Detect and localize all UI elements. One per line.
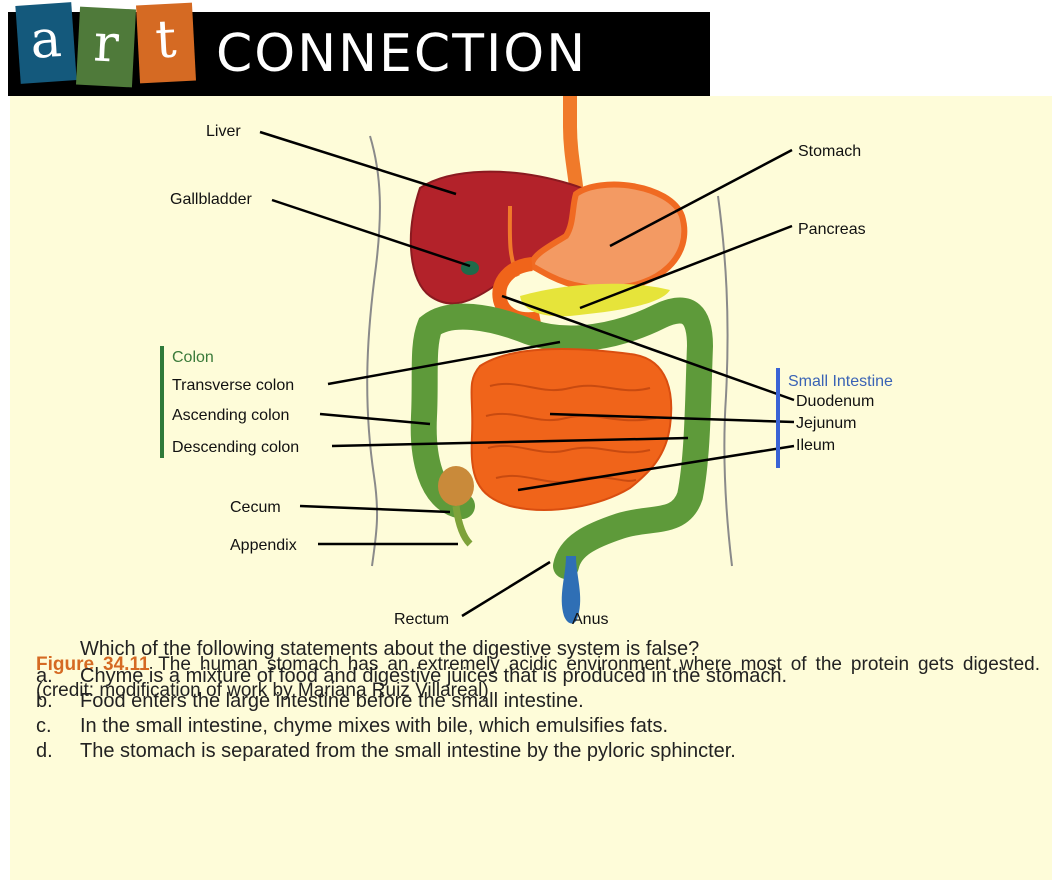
option-text: Food enters the large intestine before t… bbox=[80, 690, 584, 712]
art-connection-banner: a r t CONNECTION bbox=[8, 12, 710, 96]
option-letter: d. bbox=[36, 739, 80, 764]
label-ascending-colon: Ascending colon bbox=[172, 407, 289, 424]
label-stomach: Stomach bbox=[798, 143, 861, 160]
banner-title: CONNECTION bbox=[216, 24, 587, 84]
label-anus: Anus bbox=[572, 611, 608, 628]
label-appendix: Appendix bbox=[230, 537, 297, 554]
answer-options: a.Chyme is a mixture of food and digesti… bbox=[36, 664, 787, 764]
digestive-system-diagram: Liver Gallbladder Stomach Pancreas Colon… bbox=[10, 96, 1052, 636]
option-d[interactable]: d.The stomach is separated from the smal… bbox=[36, 739, 787, 764]
option-letter: a. bbox=[36, 664, 80, 689]
question-prompt: Which of the following statements about … bbox=[80, 638, 699, 661]
leader-rectum bbox=[462, 562, 550, 616]
option-text: In the small intestine, chyme mixes with… bbox=[80, 715, 668, 737]
option-text: The stomach is separated from the small … bbox=[80, 740, 736, 762]
option-a[interactable]: a.Chyme is a mixture of food and digesti… bbox=[36, 664, 787, 689]
leader-liver bbox=[260, 132, 456, 194]
label-duodenum: Duodenum bbox=[796, 393, 874, 410]
leader-cecum bbox=[300, 506, 450, 512]
label-ileum: Ileum bbox=[796, 437, 835, 454]
label-rectum: Rectum bbox=[394, 611, 449, 628]
option-c[interactable]: c.In the small intestine, chyme mixes wi… bbox=[36, 714, 787, 739]
body-outline-left bbox=[367, 136, 380, 566]
option-letter: b. bbox=[36, 689, 80, 714]
label-jejunum: Jejunum bbox=[796, 415, 856, 432]
label-transverse-colon: Transverse colon bbox=[172, 377, 294, 394]
option-text: Chyme is a mixture of food and digestive… bbox=[80, 665, 787, 687]
label-pancreas: Pancreas bbox=[798, 221, 866, 238]
cecum bbox=[438, 466, 474, 506]
small-intestine bbox=[472, 349, 672, 510]
option-b[interactable]: b.Food enters the large intestine before… bbox=[36, 689, 787, 714]
banner-letter-r: r bbox=[76, 7, 136, 88]
label-small-intestine: Small Intestine bbox=[788, 373, 893, 390]
banner-letter-t: t bbox=[136, 3, 196, 84]
option-letter: c. bbox=[36, 714, 80, 739]
banner-letter-a: a bbox=[15, 2, 76, 84]
label-liver: Liver bbox=[206, 123, 241, 140]
label-cecum: Cecum bbox=[230, 499, 281, 516]
label-colon: Colon bbox=[172, 349, 214, 366]
label-descending-colon: Descending colon bbox=[172, 439, 299, 456]
label-gallbladder: Gallbladder bbox=[170, 191, 253, 208]
